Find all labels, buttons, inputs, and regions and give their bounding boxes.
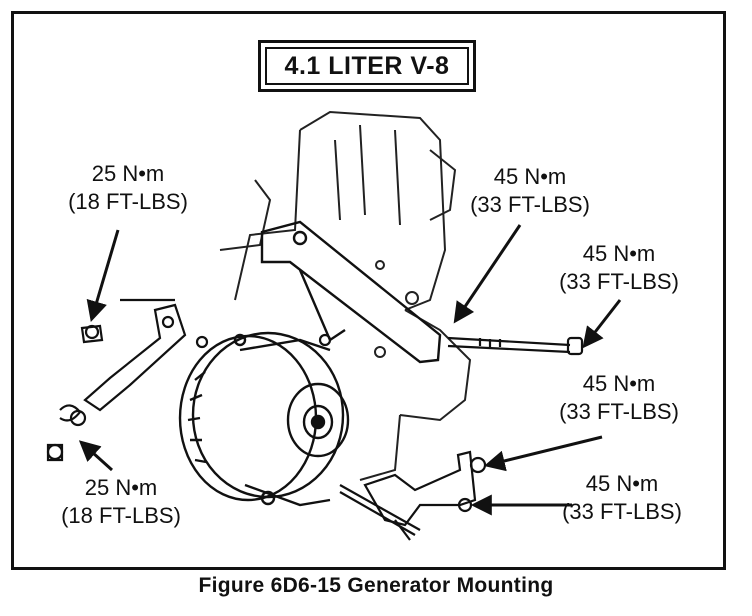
torque-metric: 25 N•m <box>91 161 165 186</box>
torque-callout-right: 45 N•m (33 FT-LBS) <box>559 240 679 296</box>
torque-imperial: (33 FT-LBS) <box>470 192 590 217</box>
engine-title-box: 4.1 LITER V-8 <box>258 40 476 92</box>
torque-imperial: (33 FT-LBS) <box>562 499 682 524</box>
torque-callout-lower-left: 25 N•m (18 FT-LBS) <box>61 474 181 530</box>
through-bolt <box>447 336 584 356</box>
torque-callout-upper-left: 25 N•m (18 FT-LBS) <box>68 160 188 216</box>
leader-arrows <box>78 224 622 516</box>
torque-imperial: (33 FT-LBS) <box>559 269 679 294</box>
torque-metric: 45 N•m <box>585 471 659 496</box>
generator <box>178 331 350 507</box>
torque-imperial: (18 FT-LBS) <box>68 189 188 214</box>
lower-bracket <box>339 450 487 541</box>
arrow-right-bolt <box>582 299 622 349</box>
adjustment-brace <box>46 298 332 462</box>
arrow-middle-right <box>483 435 603 472</box>
torque-callout-middle-right: 45 N•m (33 FT-LBS) <box>559 370 679 426</box>
engine-title: 4.1 LITER V-8 <box>284 51 450 80</box>
torque-metric: 45 N•m <box>582 241 656 266</box>
torque-callout-upper-right: 45 N•m (33 FT-LBS) <box>470 163 590 219</box>
arrow-lower-left <box>78 440 114 472</box>
torque-imperial: (18 FT-LBS) <box>61 503 181 528</box>
torque-imperial: (33 FT-LBS) <box>559 399 679 424</box>
torque-metric: 45 N•m <box>582 371 656 396</box>
torque-metric: 45 N•m <box>493 164 567 189</box>
torque-metric: 25 N•m <box>84 475 158 500</box>
engine-block <box>219 110 472 481</box>
arrow-upper-left <box>86 229 120 323</box>
arrow-upper-right <box>453 224 522 324</box>
torque-callout-lower-right: 45 N•m (33 FT-LBS) <box>562 470 682 526</box>
figure-caption: Figure 6D6-15 Generator Mounting <box>198 574 554 597</box>
